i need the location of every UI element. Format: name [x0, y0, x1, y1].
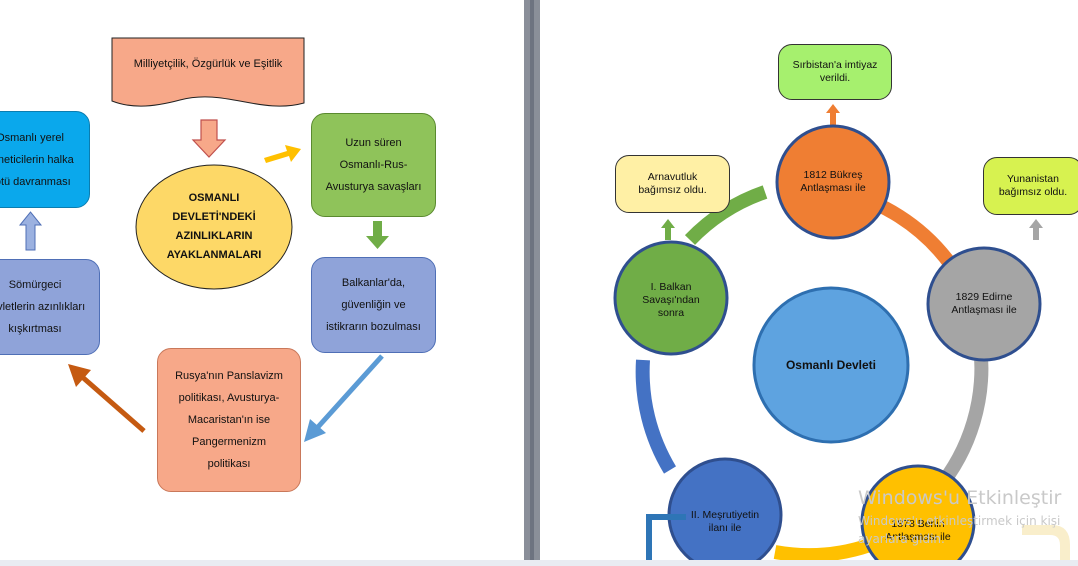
watermark-title: Windows'u Etkinleştir — [858, 487, 1062, 509]
ring-segment-blue — [635, 359, 677, 474]
box-long-wars: Uzun süren Osmanlı-Rus- Avusturya savaşl… — [311, 113, 436, 217]
node-balkan-label: I. Balkan Savaşı'ndan sonra — [642, 280, 700, 319]
node-1812-circle — [775, 124, 891, 240]
banner-text: Milliyetçilik, Özgürlük ve Eşitlik — [133, 58, 283, 70]
blue-diagonal-arrow-shaft — [316, 354, 384, 429]
green-down-arrow — [366, 221, 389, 249]
node-1878-circle — [860, 464, 976, 560]
bottom-status-strip — [0, 560, 1078, 566]
center-title: OSMANLI DEVLETİ'NDEKİ AZINLIKLARIN AYAKL… — [166, 192, 262, 261]
left-slide-panel: Milliyetçilik, Özgürlük ve Eşitlik OSMAN… — [0, 0, 524, 560]
box-colonial-provocation: Sömürgeci devletlerin azınlıkları kışkır… — [0, 259, 100, 355]
node-1829-label: 1829 Edirne Antlaşması ile — [951, 291, 1017, 316]
ring-segment-gray — [931, 344, 989, 495]
blue-diagonal-arrow-head — [304, 419, 326, 442]
callout-albania: Arnavutluk bağımsız oldu. — [615, 155, 730, 213]
node-balkan-circle — [613, 240, 729, 356]
down-arrow-outline — [191, 119, 227, 158]
watermark-line1: Windows'u etkinleştirmek için kişi — [858, 514, 1061, 528]
banner-shape — [111, 37, 305, 107]
watermark-line2: ayarlara gidin. — [858, 532, 945, 546]
yellow-arrow — [264, 145, 301, 163]
divider-inner-line — [530, 0, 534, 566]
watermark-shape — [1022, 525, 1070, 560]
node-1812-label: 1812 Bükreş Antlaşması ile — [800, 169, 866, 194]
orange-up-arrow — [826, 104, 840, 126]
box-balkan-instability: Balkanlar'da, güvenliğin ve istikrarın b… — [311, 257, 436, 353]
node-mesrutiyet-label: II. Meşrutiyetin ilanı ile — [690, 509, 760, 534]
green-up-arrow — [661, 219, 675, 240]
blue-bracket-shape — [646, 514, 686, 560]
up-arrow-outline — [18, 211, 43, 251]
right-diagram-layer — [613, 104, 1070, 560]
box-pan-policies: Rusya'nın Panslavizm politikası, Avustur… — [157, 348, 301, 492]
gray-up-arrow — [1029, 219, 1043, 240]
orange-diagonal-arrow-head — [68, 364, 91, 387]
left-arrows-layer — [18, 37, 389, 442]
center-circle — [752, 286, 910, 444]
ring-segment-green — [684, 185, 768, 245]
callout-greece: Yunanistan bağımsız oldu. — [983, 157, 1078, 215]
center-ellipse — [135, 164, 293, 290]
node-1878-label: 1878 Berlin Antlaşması ile — [885, 518, 951, 543]
ring-segment-yellow — [773, 538, 873, 560]
center-label: Osmanlı Devleti — [785, 357, 877, 372]
right-slide-panel: Sırbistan'a imtiyaz verildi. Yunanistan … — [540, 0, 1078, 560]
box-local-administrators: Osmanlı yerel yöneticilerin halka kötü d… — [0, 111, 90, 208]
node-1829-circle — [926, 246, 1042, 362]
orange-diagonal-arrow-shaft — [78, 373, 146, 433]
callout-serbia: Sırbistan'a imtiyaz verildi. — [778, 44, 892, 100]
